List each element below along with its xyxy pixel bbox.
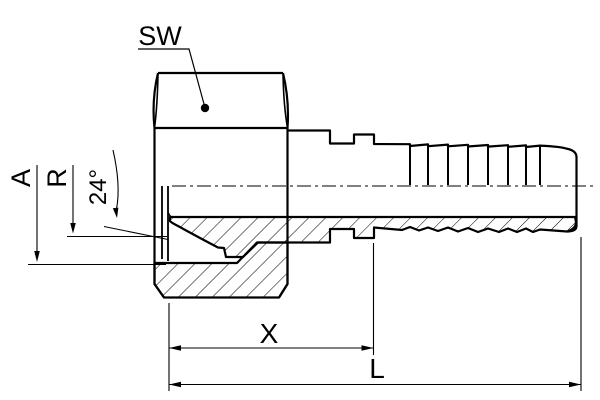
nut-face-bore-edges: [161, 186, 169, 261]
x-arrow-right: [361, 345, 374, 351]
label-a: A: [6, 169, 36, 187]
hose-tail: [167, 129, 578, 233]
nut-corner-arc-left: [153, 72, 159, 129]
angle-dimension: 24°: [85, 149, 169, 241]
label-cone-angle: 24°: [85, 169, 112, 205]
l-arrow-left: [169, 381, 181, 388]
dimension-x: X: [168, 243, 375, 391]
angle-arrow: [112, 207, 119, 218]
dimension-a: A: [6, 165, 166, 266]
label-sw: SW: [138, 21, 182, 51]
section-hatching: [153, 215, 578, 299]
dimension-l: L: [169, 237, 582, 391]
label-x: X: [260, 318, 279, 349]
dimension-r: R: [42, 165, 167, 238]
label-l: L: [369, 353, 385, 384]
r-arrow: [70, 223, 76, 234]
tail-end-face: [566, 157, 578, 233]
hatch-nut-block: [153, 241, 289, 299]
l-arrow-right: [569, 381, 581, 388]
x-arrow-left: [169, 345, 181, 351]
cone-extension-line: [103, 225, 169, 241]
bore-mouth-fillet: [167, 211, 173, 219]
body-upper-profile: [287, 129, 578, 158]
sw-leader-dot: [200, 103, 210, 113]
angle-arc: [112, 149, 119, 210]
nut-corner-arc-right: [282, 72, 289, 129]
barb-ridge-lines: [409, 145, 541, 185]
a-arrow: [34, 251, 40, 262]
sw-leader: SW: [138, 21, 210, 113]
hex-nut: [152, 71, 290, 299]
label-r: R: [42, 168, 72, 188]
